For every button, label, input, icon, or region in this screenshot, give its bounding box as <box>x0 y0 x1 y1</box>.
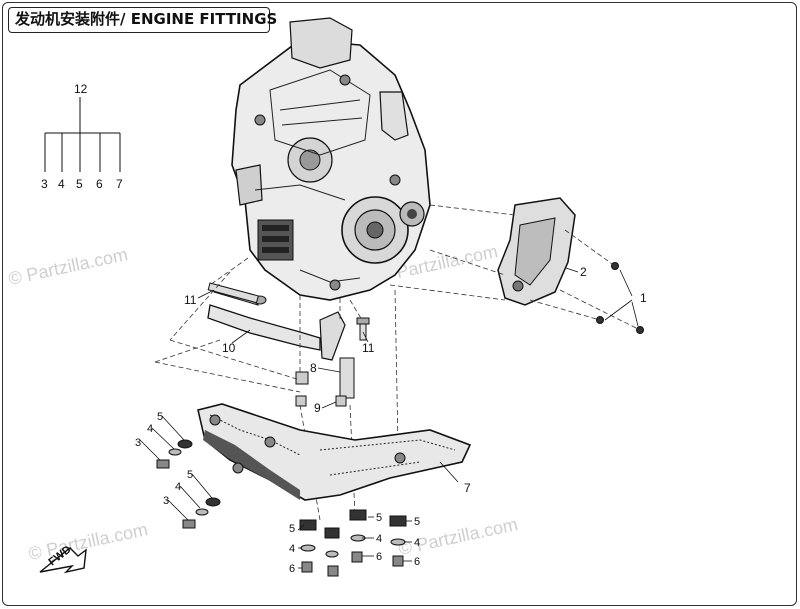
callout-5-b1: 5 <box>289 523 295 535</box>
callout-5-b4: 5 <box>414 516 420 528</box>
callout-5-b3: 5 <box>376 512 382 524</box>
callout-1: 1 <box>640 291 647 305</box>
callout-9: 9 <box>314 401 321 415</box>
callout-5-bottom: 5 <box>187 469 193 481</box>
callout-5-top: 5 <box>157 411 163 423</box>
mount-dashed-leaders <box>154 257 399 521</box>
legend-label-12: 12 <box>74 82 88 96</box>
legend-item-5: 5 <box>76 177 83 191</box>
left-hardware-leaders <box>139 415 213 521</box>
callout-6-b4: 6 <box>414 556 420 568</box>
callout-4-bottom: 4 <box>175 481 181 493</box>
callout-4-top: 4 <box>147 423 153 435</box>
skid-plate <box>197 403 472 501</box>
part1-leaders <box>565 267 639 327</box>
callout-6-b1: 6 <box>289 563 295 575</box>
legend-item-7: 7 <box>116 177 123 191</box>
left-hardware-top <box>156 439 193 469</box>
diagram-title: 发动机安装附件/ ENGINE FITTINGS <box>8 7 277 33</box>
sprocket-cover <box>497 197 576 306</box>
legend-item-6: 6 <box>96 177 103 191</box>
legend-item-4: 4 <box>58 177 65 191</box>
callout-3-top: 3 <box>135 437 141 449</box>
callout-4-b3: 4 <box>376 533 382 545</box>
bottom-hardware-4 <box>389 515 407 567</box>
left-hardware-bottom <box>182 497 221 529</box>
callout-2: 2 <box>580 265 587 279</box>
bottom-hardware-2 <box>324 527 340 577</box>
bolt-11-left <box>207 282 259 304</box>
bracket-8 <box>295 357 355 407</box>
callout-8: 8 <box>310 361 317 375</box>
callout-11-right: 11 <box>362 341 375 355</box>
callout-4-b4: 4 <box>414 537 420 549</box>
callout-3-bottom: 3 <box>163 495 169 507</box>
watermark-1: © Partzilla.com <box>7 244 130 289</box>
cover-dashed-leaders <box>389 204 641 331</box>
bolt-11-right <box>356 317 370 341</box>
cover-bolts <box>596 262 644 334</box>
bottom-hardware-leaders <box>297 516 412 569</box>
bottom-hardware-1 <box>299 519 317 573</box>
legend-group-12 <box>44 97 121 172</box>
callout-10: 10 <box>222 341 236 355</box>
watermark-3: © Partzilla.com <box>27 519 150 564</box>
callout-7: 7 <box>464 481 471 495</box>
callout-4-b1: 4 <box>289 543 295 555</box>
legend-item-3: 3 <box>41 177 48 191</box>
watermarks: © Partzilla.com © Partzilla.com © Partzi… <box>7 241 520 564</box>
engine-assembly <box>231 17 431 301</box>
callout-6-b3: 6 <box>376 551 382 563</box>
fwd-arrow <box>39 547 87 574</box>
callout-leaders <box>197 289 459 483</box>
bottom-hardware-3 <box>349 509 367 563</box>
callout-11-left: 11 <box>184 293 197 307</box>
